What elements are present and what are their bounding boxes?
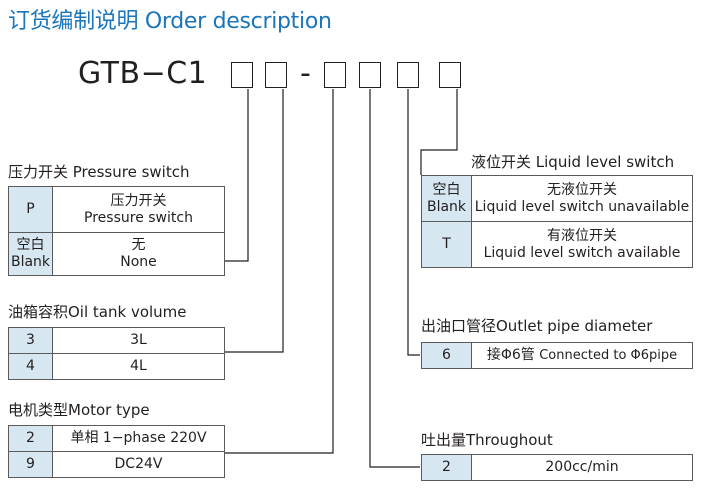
code-box-motor: [324, 62, 346, 88]
table-row: 2 单相 1−phase 220V: [8, 425, 225, 452]
desc-en: None: [120, 254, 157, 270]
connector-outlet-pipe: [407, 89, 420, 356]
outlet-pipe-title: 出油口管径Outlet pipe diameter: [421, 317, 653, 335]
option-code: 6: [421, 342, 472, 369]
model-dash: -: [300, 56, 311, 91]
option-code: 2: [8, 425, 53, 452]
table-row: 4 4L: [8, 353, 225, 380]
desc-en: Liquid level switch available: [483, 244, 681, 261]
option-description: 接Φ6管 Connected to Φ6pipe: [471, 342, 693, 369]
throughout-table: 2 200cc/min: [421, 454, 693, 481]
desc-cn: 无液位开关: [547, 181, 617, 198]
option-description: 单相 1−phase 220V: [52, 425, 225, 452]
code-box-liquid-level: [439, 62, 461, 88]
page-title: 订货编制说明 Order description: [8, 9, 332, 34]
desc-cn: 无: [131, 237, 146, 253]
option-code: 2: [421, 454, 472, 481]
desc-cn: 有液位开关: [547, 227, 617, 244]
desc-en: Pressure switch: [84, 209, 193, 226]
connector-motor: [225, 89, 334, 454]
connector-oil-tank: [225, 89, 284, 353]
code-box-pressure-switch: [231, 62, 253, 88]
throughout-title: 吐出量Throughout: [421, 431, 553, 449]
desc-cn: 单相: [70, 430, 99, 446]
table-row: 9 DC24V: [8, 451, 225, 478]
pressure-switch-title: 压力开关 Pressure switch: [8, 163, 190, 181]
code-en: Blank: [426, 198, 467, 215]
option-description: 3L: [52, 327, 225, 354]
model-prefix: GTB−C1: [78, 56, 208, 91]
motor-type-title: 电机类型Motor type: [8, 401, 150, 419]
outlet-pipe-table: 6 接Φ6管 Connected to Φ6pipe: [421, 342, 693, 369]
table-row: 2 200cc/min: [421, 454, 693, 481]
table-row: 空白 Blank 无液位开关 Liquid level switch unava…: [421, 175, 693, 222]
connector-throughout: [369, 89, 420, 468]
option-description: 4L: [52, 353, 225, 380]
code-cn: 空白: [16, 237, 45, 253]
option-code: 空白 Blank: [421, 175, 472, 222]
oil-tank-table: 3 3L 4 4L: [8, 327, 225, 380]
table-row: T 有液位开关 Liquid level switch available: [421, 221, 693, 268]
option-code: T: [421, 221, 472, 268]
desc-en: 1−phase 220V: [102, 430, 207, 446]
code-box-oil-tank: [265, 62, 287, 88]
option-code: P: [8, 186, 53, 233]
connector-pressure-switch: [225, 89, 249, 262]
table-row: P 压力开关 Pressure switch: [8, 186, 225, 233]
option-description: 无液位开关 Liquid level switch unavailable: [471, 175, 693, 222]
option-code: 空白 Blank: [8, 232, 53, 276]
option-code: 4: [8, 353, 53, 380]
connector-liquid-level: [420, 89, 458, 175]
option-description: DC24V: [52, 451, 225, 478]
option-description: 200cc/min: [471, 454, 693, 481]
option-description: 无 None: [52, 232, 225, 276]
motor-type-table: 2 单相 1−phase 220V 9 DC24V: [8, 425, 225, 478]
table-row: 3 3L: [8, 327, 225, 354]
table-row: 6 接Φ6管 Connected to Φ6pipe: [421, 342, 693, 369]
code-box-outlet-pipe: [397, 62, 419, 88]
option-description: 有液位开关 Liquid level switch available: [471, 221, 693, 268]
desc-en: Connected to Φ6pipe: [539, 348, 678, 363]
oil-tank-title: 油箱容积Oil tank volume: [8, 303, 187, 321]
liquid-level-table: 空白 Blank 无液位开关 Liquid level switch unava…: [421, 175, 693, 268]
option-code: 9: [8, 451, 53, 478]
desc-cn: 压力开关: [110, 192, 167, 209]
option-description: 压力开关 Pressure switch: [52, 186, 225, 233]
desc-cn: 接Φ6管: [486, 347, 535, 363]
code-cn: 空白: [432, 181, 461, 198]
code-box-throughout: [359, 62, 381, 88]
code-en: Blank: [10, 254, 51, 270]
pressure-switch-table: P 压力开关 Pressure switch 空白 Blank 无 None: [8, 186, 225, 276]
liquid-level-title: 液位开关 Liquid level switch: [471, 153, 675, 171]
table-row: 空白 Blank 无 None: [8, 232, 225, 276]
desc-en: Liquid level switch unavailable: [474, 198, 690, 215]
option-code: 3: [8, 327, 53, 354]
